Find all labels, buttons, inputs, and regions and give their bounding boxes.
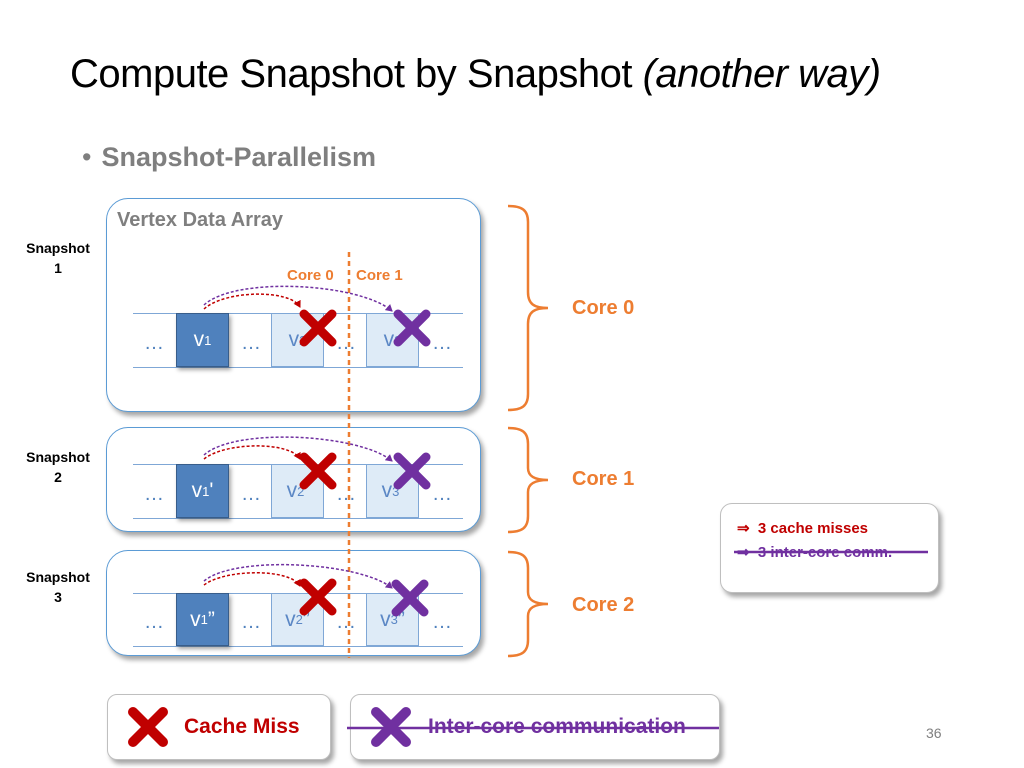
title-main: Compute Snapshot by Snapshot: [70, 52, 643, 96]
inter-core-arrow: [203, 563, 393, 589]
cache-miss-x-icon: [304, 583, 332, 611]
inter-core-x-icon: [398, 314, 426, 342]
snapshot-1-label-line2: 1: [54, 260, 62, 276]
vertex-subscript: 2: [295, 612, 303, 627]
vertex-suffix: ': [209, 479, 214, 502]
vertex-suffix: ': [399, 479, 404, 502]
vertex-letter: v: [286, 479, 298, 502]
legend-inter-core-label: Inter-core communication: [428, 715, 686, 738]
ellipsis: …: [241, 483, 261, 505]
vertex-subscript: 2: [297, 483, 305, 499]
core-0-label: Core 0: [572, 297, 635, 319]
snapshot-2-label-line2: 2: [54, 469, 62, 485]
mini-core-1-label: Core 1: [356, 267, 403, 284]
inter-core-arrow: [203, 285, 393, 312]
snapshot-1-box: [106, 198, 481, 412]
ellipsis: …: [432, 332, 452, 354]
vertex-subscript: 1: [204, 332, 212, 348]
cache-miss-x-icon: [304, 314, 332, 342]
snapshot-2-label: Snapshot 2: [18, 447, 98, 487]
cache-miss-x-icon: [304, 457, 332, 485]
ellipsis: …: [144, 483, 164, 505]
snapshot-1-label-line1: Snapshot: [26, 240, 90, 256]
summary-note-box: [720, 503, 939, 593]
ellipsis: …: [144, 332, 164, 354]
array-bottom-line-1: [133, 367, 463, 368]
ellipsis: …: [336, 332, 356, 354]
vertex-subscript: 1: [202, 483, 210, 499]
cache-miss-arrow: [203, 293, 301, 310]
legend-strikethrough-line: [347, 726, 719, 730]
snapshot-3-label-line2: 3: [54, 589, 62, 605]
inter-core-arrow: [203, 436, 393, 462]
implies-icon: ⇒: [737, 520, 750, 537]
ellipsis: …: [336, 483, 356, 505]
array-bottom-line-3: [133, 646, 463, 647]
inter-core-x-icon: [398, 457, 426, 485]
vertex-letter: v: [285, 607, 296, 631]
vertex-suffix: ': [304, 479, 309, 502]
note-line-cache-misses: ⇒ 3 cache misses: [737, 519, 868, 537]
slide-title: Compute Snapshot by Snapshot (another wa…: [70, 52, 881, 97]
snapshot-3-label: Snapshot 3: [18, 567, 98, 607]
vertex-subscript: 3: [390, 612, 398, 627]
ellipsis: …: [432, 611, 452, 633]
cache-miss-legend-x-icon: [128, 707, 168, 747]
inter-core-x-icon: [396, 584, 424, 612]
core-2-brace: [507, 550, 549, 658]
title-subtitle: (another way): [642, 52, 882, 96]
ellipsis: …: [241, 332, 261, 354]
ellipsis: …: [144, 611, 164, 633]
cache-miss-arrow: [203, 445, 301, 460]
legend-cache-miss-label: Cache Miss: [184, 715, 300, 738]
core-1-label: Core 1: [572, 468, 635, 490]
vertex-letter: v: [288, 328, 300, 351]
cache-miss-arrow: [203, 572, 301, 587]
vertex-letter: v: [191, 479, 203, 502]
bullet-point: • Snapshot-Parallelism: [82, 142, 376, 173]
vertex-letter: v: [190, 607, 201, 631]
vertex-letter: v: [381, 479, 393, 502]
snapshot-2-label-line1: Snapshot: [26, 449, 90, 465]
vertex-data-array-label: Vertex Data Array: [117, 209, 284, 231]
vertex-subscript: 3: [392, 483, 400, 499]
snapshot-1-label: Snapshot 1: [18, 238, 98, 278]
note-cache-misses-text: 3 cache misses: [757, 520, 869, 537]
note-strikethrough-line: [734, 550, 928, 554]
vertex-suffix: ”: [302, 607, 310, 631]
ellipsis: …: [432, 483, 452, 505]
core-1-brace: [507, 426, 549, 534]
vertex-letter: v: [193, 328, 205, 351]
vertex-letter: v: [380, 607, 391, 631]
vertex-letter: v: [383, 328, 395, 351]
vertex-suffix: ”: [207, 607, 215, 631]
ellipsis: …: [241, 611, 261, 633]
snapshot-3-label-line1: Snapshot: [26, 569, 90, 585]
vertex-subscript: 1: [200, 612, 208, 627]
ellipsis: …: [336, 611, 356, 633]
core-2-label: Core 2: [572, 594, 635, 616]
bullet-symbol: •: [82, 142, 92, 172]
core-0-brace: [507, 204, 549, 412]
page-number: 36: [926, 725, 942, 741]
vertex-suffix: ”: [397, 607, 405, 631]
mini-core-0-label: Core 0: [287, 267, 334, 284]
array-bottom-line-2: [133, 518, 463, 519]
bullet-text: Snapshot-Parallelism: [101, 142, 377, 172]
